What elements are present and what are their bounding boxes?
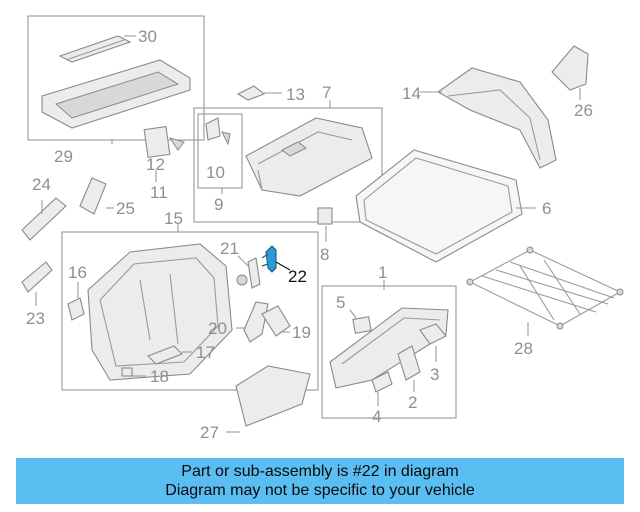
group-box-9 xyxy=(197,113,243,189)
part-27-panel xyxy=(235,365,311,427)
callout-2[interactable]: 2 xyxy=(408,393,417,412)
group-box-15 xyxy=(61,231,319,391)
group-box-7 xyxy=(193,107,383,223)
part-4-bracket xyxy=(371,371,393,393)
part-23-plate xyxy=(21,261,53,293)
callout-14[interactable]: 14 xyxy=(402,84,421,103)
part-1-rear-panel xyxy=(329,307,449,389)
callout-27[interactable]: 27 xyxy=(200,423,219,442)
callout-19[interactable]: 19 xyxy=(292,323,311,342)
callout-20[interactable]: 20 xyxy=(208,319,227,338)
part-28-cargo-net xyxy=(466,246,624,330)
callout-17[interactable]: 17 xyxy=(196,343,215,362)
part-16-clip xyxy=(67,297,85,321)
part-12-bracket xyxy=(143,125,185,159)
part-7-trunk-floor xyxy=(245,117,373,197)
leader-lines xyxy=(35,35,581,433)
part-2-bracket xyxy=(397,345,421,381)
callout-4[interactable]: 4 xyxy=(372,407,381,426)
callout-1[interactable]: 1 xyxy=(378,263,387,282)
part-26-bracket xyxy=(551,45,589,91)
callout-9[interactable]: 9 xyxy=(214,195,223,214)
part-14-side-trim xyxy=(436,67,557,169)
part-15-quarter-trim xyxy=(87,243,233,381)
callout-18[interactable]: 18 xyxy=(150,367,169,386)
callout-13[interactable]: 13 xyxy=(286,85,305,104)
part-18-clip xyxy=(121,367,133,377)
callout-15[interactable]: 15 xyxy=(164,209,183,228)
part-19-bracket xyxy=(261,305,291,337)
callout-11[interactable]: 11 xyxy=(150,183,168,202)
part-24-panel xyxy=(21,197,67,241)
callout-5[interactable]: 5 xyxy=(336,293,345,312)
part-21-bracket xyxy=(247,257,261,289)
part-25-cover xyxy=(79,177,107,215)
callout-22[interactable]: 22 xyxy=(288,267,307,286)
parcel-shelf-part xyxy=(41,35,191,129)
part-13-clip xyxy=(236,85,266,101)
group-box-1 xyxy=(321,285,457,419)
banner-line-part: Part or sub-assembly is #22 in diagram xyxy=(181,463,459,480)
callout-29[interactable]: 29 xyxy=(54,147,73,166)
part-8-clip xyxy=(317,207,333,225)
part-5-clip xyxy=(352,316,372,334)
part-17-cover xyxy=(147,345,183,365)
callout-7[interactable]: 7 xyxy=(322,83,331,102)
parts-diagram: 1 2 3 4 5 6 7 8 9 10 11 12 13 14 15 16 1… xyxy=(21,15,624,442)
part-6-trunk-mat xyxy=(355,149,523,263)
callout-10[interactable]: 10 xyxy=(206,163,225,182)
part-21-grommet xyxy=(236,274,248,286)
callout-6[interactable]: 6 xyxy=(542,199,551,218)
part-20-bracket xyxy=(243,301,269,343)
callout-16[interactable]: 16 xyxy=(68,263,87,282)
part-10-bracket xyxy=(205,117,231,146)
callout-12[interactable]: 12 xyxy=(146,155,165,174)
callout-21[interactable]: 21 xyxy=(220,239,239,258)
callout-24[interactable]: 24 xyxy=(32,175,51,194)
part-3-bracket xyxy=(419,323,447,345)
banner-line-disclaimer: Diagram may not be specific to your vehi… xyxy=(165,482,475,499)
info-banner: Part or sub-assembly is #22 in diagram D… xyxy=(16,458,624,504)
callout-28[interactable]: 28 xyxy=(514,339,533,358)
callout-25[interactable]: 25 xyxy=(116,199,135,218)
group-box-29 xyxy=(27,15,205,141)
callout-3[interactable]: 3 xyxy=(430,365,439,384)
callout-30[interactable]: 30 xyxy=(138,27,157,46)
callout-26[interactable]: 26 xyxy=(574,101,593,120)
callout-23[interactable]: 23 xyxy=(26,309,45,328)
callout-8[interactable]: 8 xyxy=(320,245,329,264)
part-22-highlighted xyxy=(261,245,291,273)
